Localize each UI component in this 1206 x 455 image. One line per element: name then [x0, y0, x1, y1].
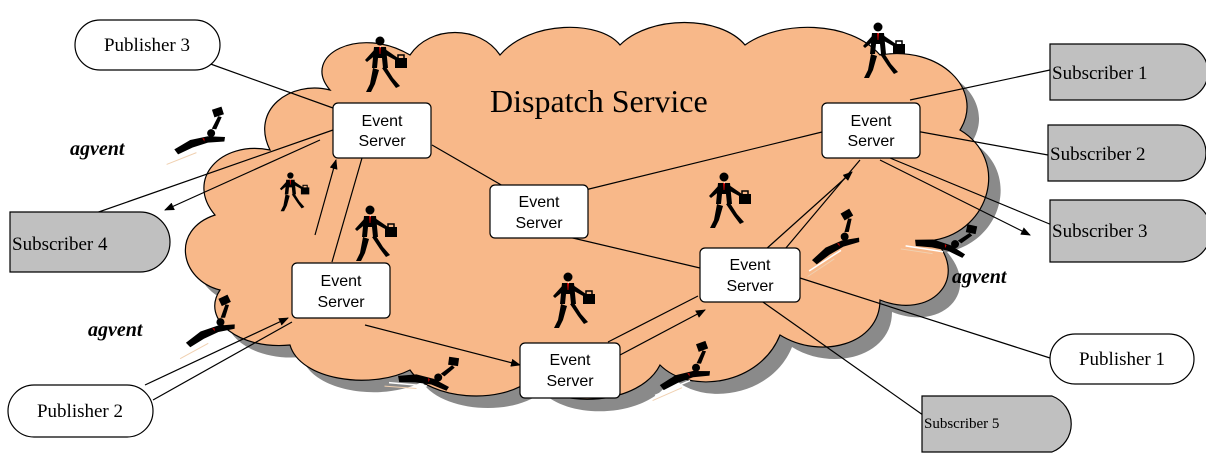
- event-server-6-line1: Event: [550, 352, 591, 369]
- subscriber-4[interactable]: Subscriber 4: [9, 211, 171, 273]
- event-server-3-line2: Server: [515, 215, 563, 232]
- agvent-flyer-icon: [154, 105, 234, 166]
- event-server-1[interactable]: Event Server: [332, 102, 432, 159]
- subscriber-1[interactable]: Subscriber 1: [1049, 43, 1206, 101]
- subscriber-3-label: Subscriber 3: [1052, 221, 1148, 242]
- event-server-4-line1: Event: [321, 273, 362, 290]
- event-server-4[interactable]: Event Server: [291, 262, 391, 319]
- subscriber-4-label: Subscriber 4: [12, 234, 108, 255]
- event-server-1-line1: Event: [362, 113, 403, 130]
- event-server-3[interactable]: Event Server: [489, 184, 589, 239]
- connection-lines: [89, 61, 1053, 421]
- publisher-3-label: Publisher 3: [104, 35, 190, 56]
- subscriber-5[interactable]: Subscriber 5: [921, 395, 1072, 453]
- publisher-3[interactable]: Publisher 3: [74, 19, 221, 71]
- subscriber-2[interactable]: Subscriber 2: [1047, 124, 1206, 182]
- event-server-3-line1: Event: [519, 194, 560, 211]
- event-server-5-line2: Server: [726, 278, 774, 295]
- event-server-4-line2: Server: [317, 294, 365, 311]
- event-server-6-line2: Server: [546, 373, 594, 390]
- event-server-2-line1: Event: [851, 113, 892, 130]
- publisher-1-label: Publisher 1: [1079, 349, 1165, 370]
- event-server-2-line2: Server: [847, 133, 895, 150]
- subscriber-5-label: Subscriber 5: [924, 416, 999, 432]
- subscriber-2-label: Subscriber 2: [1050, 144, 1146, 165]
- publisher-1[interactable]: Publisher 1: [1049, 333, 1195, 385]
- publisher-2[interactable]: Publisher 2: [7, 384, 154, 438]
- cloud-title: Dispatch Service: [490, 83, 708, 119]
- agvent-label-right: agvent: [952, 266, 1008, 288]
- event-server-5-line1: Event: [730, 257, 771, 274]
- subscriber-1-label: Subscriber 1: [1052, 63, 1148, 84]
- agvent-label-left: agvent: [70, 138, 126, 160]
- event-server-6[interactable]: Event Server: [519, 342, 621, 399]
- event-server-5[interactable]: Event Server: [699, 247, 801, 303]
- agvent-label-bottom-left: agvent: [88, 319, 144, 341]
- publisher-2-label: Publisher 2: [37, 401, 123, 422]
- event-server-2[interactable]: Event Server: [821, 102, 921, 159]
- event-server-1-line2: Server: [358, 133, 406, 150]
- subscriber-3[interactable]: Subscriber 3: [1049, 199, 1206, 263]
